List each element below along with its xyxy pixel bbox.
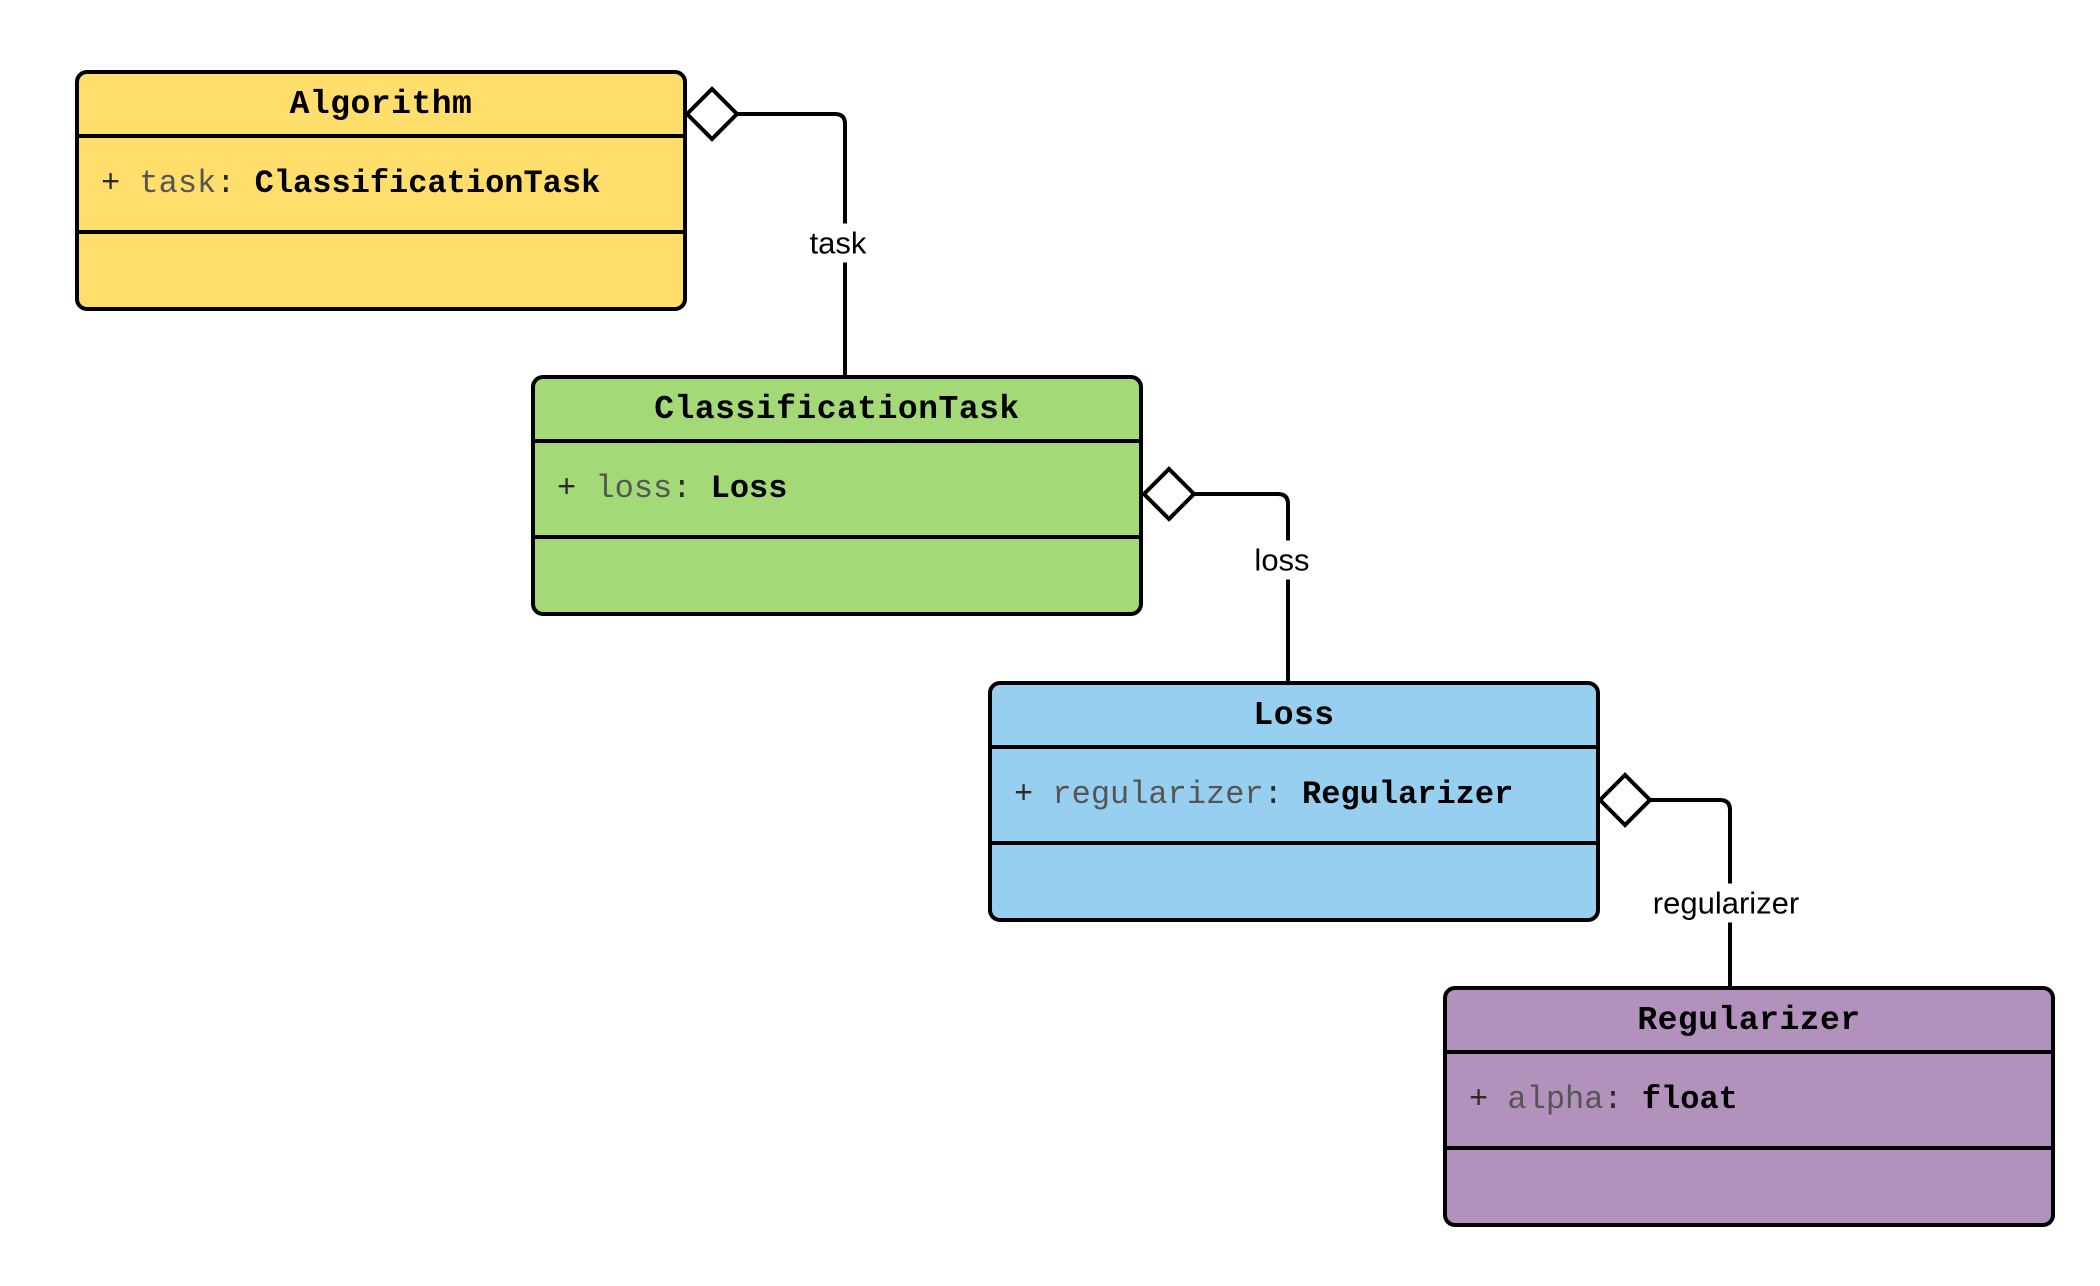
attribute-visibility: + bbox=[1014, 776, 1034, 813]
class-methods-algorithm bbox=[79, 234, 683, 307]
relation-regularizer[interactable] bbox=[1597, 772, 1732, 986]
attribute-type: ClassificationTask bbox=[254, 165, 601, 202]
attribute-name: alpha bbox=[1507, 1081, 1604, 1118]
class-methods-regularizer bbox=[1447, 1150, 2051, 1223]
class-attributes-loss: + regularizer: Regularizer bbox=[992, 749, 1596, 845]
class-box-algorithm[interactable]: Algorithm + task: ClassificationTask bbox=[75, 70, 687, 311]
attribute-name: regularizer bbox=[1052, 776, 1264, 813]
attribute-visibility: + bbox=[101, 165, 121, 202]
relation-loss-line bbox=[1194, 492, 1290, 681]
class-attributes-algorithm: + task: ClassificationTask bbox=[79, 138, 683, 234]
relation-label-task: task bbox=[802, 223, 874, 263]
class-methods-loss bbox=[992, 845, 1596, 918]
attribute-separator: : bbox=[672, 470, 692, 507]
aggregation-diamond-icon bbox=[684, 86, 740, 142]
attribute-separator: : bbox=[216, 165, 236, 202]
attribute-visibility: + bbox=[557, 470, 577, 507]
class-box-loss[interactable]: Loss + regularizer: Regularizer bbox=[988, 681, 1600, 922]
class-box-regularizer[interactable]: Regularizer + alpha: float bbox=[1443, 986, 2055, 1227]
class-box-classification-task[interactable]: ClassificationTask + loss: Loss bbox=[531, 375, 1143, 616]
attribute-separator: : bbox=[1263, 776, 1283, 813]
class-name-regularizer: Regularizer bbox=[1447, 990, 2051, 1054]
attribute-row: + regularizer: Regularizer bbox=[1014, 775, 1596, 815]
class-name-algorithm: Algorithm bbox=[79, 74, 683, 138]
attribute-separator: : bbox=[1603, 1081, 1623, 1118]
attribute-row: + task: ClassificationTask bbox=[101, 164, 683, 204]
class-name-loss: Loss bbox=[992, 685, 1596, 749]
attribute-type: Regularizer bbox=[1302, 776, 1514, 813]
attribute-type: float bbox=[1641, 1081, 1738, 1118]
attribute-name: task bbox=[139, 165, 217, 202]
attribute-row: + loss: Loss bbox=[557, 469, 1139, 509]
relation-label-regularizer: regularizer bbox=[1645, 883, 1807, 923]
class-attributes-classification-task: + loss: Loss bbox=[535, 443, 1139, 539]
aggregation-diamond-icon bbox=[1141, 466, 1197, 522]
attribute-visibility: + bbox=[1469, 1081, 1489, 1118]
aggregation-diamond-icon bbox=[1597, 772, 1653, 828]
attribute-row: + alpha: float bbox=[1469, 1080, 2051, 1120]
class-attributes-regularizer: + alpha: float bbox=[1447, 1054, 2051, 1150]
attribute-type: Loss bbox=[710, 470, 788, 507]
class-name-classification-task: ClassificationTask bbox=[535, 379, 1139, 443]
class-methods-classification-task bbox=[535, 539, 1139, 612]
relation-label-loss: loss bbox=[1247, 540, 1317, 580]
attribute-name: loss bbox=[595, 470, 673, 507]
